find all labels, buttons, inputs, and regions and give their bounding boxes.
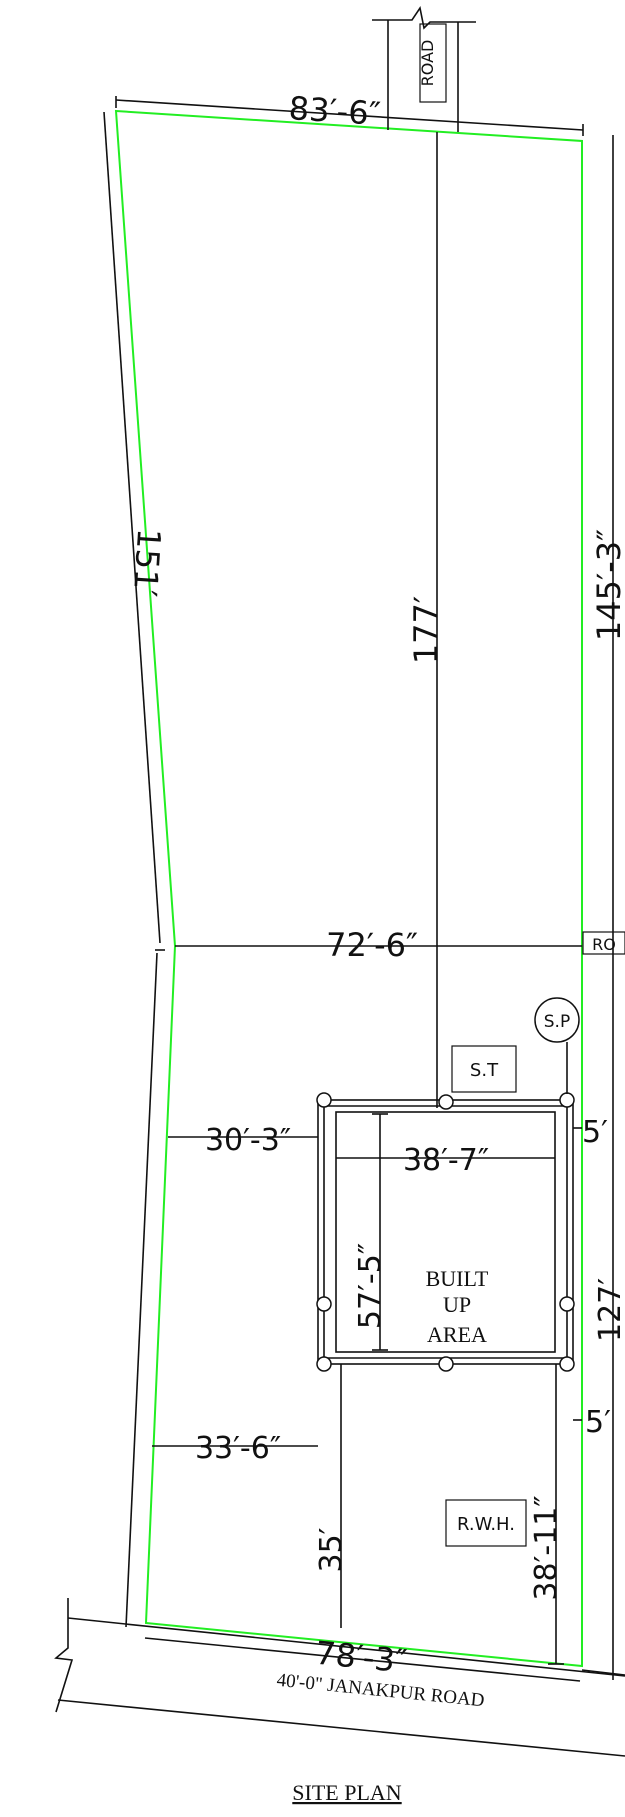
road-right-box (582, 931, 625, 955)
road-top-break (372, 5, 476, 30)
septic-tank-text: S.T (470, 1060, 499, 1081)
right-front-setback-text: 38′-11″ (529, 1495, 564, 1600)
road-right-text: RO (592, 935, 616, 954)
building-inner (335, 1111, 556, 1353)
built-up-line3: AREA (427, 1322, 487, 1347)
right-upper-text: 145′-3″ (590, 529, 625, 641)
bottom-width-text: 78′-3″ (314, 1634, 409, 1681)
soak-pit-symbol (534, 997, 580, 1043)
built-up-line2: UP (443, 1292, 471, 1317)
column-node (316, 1092, 332, 1108)
front-setback-text: 35′ (314, 1527, 349, 1572)
column-node (438, 1094, 454, 1110)
right-setback-top-text: 5′ (582, 1115, 608, 1150)
mid-width-text: 72′-6″ (326, 926, 418, 964)
built-up-line1: BUILT (426, 1266, 489, 1291)
road-top-text: ROAD (418, 40, 437, 87)
rain-water-text: R.W.H. (457, 1514, 515, 1535)
column-node (559, 1092, 575, 1108)
column-node (438, 1356, 454, 1372)
top-dimension-line (115, 99, 584, 131)
bottom-dimension-line (144, 1637, 581, 1682)
plot-boundary (114, 109, 583, 1668)
column-node (559, 1356, 575, 1372)
center-depth-text: 177′ (407, 596, 445, 664)
right-lower-text: 127′ (593, 1278, 625, 1342)
left-lower-dimension-line (125, 952, 158, 1628)
front-road-far-edge (57, 1699, 625, 1757)
tick (581, 1669, 625, 1676)
building-width-text: 38′-7″ (403, 1143, 489, 1178)
septic-tank-box (451, 1045, 517, 1093)
column-node (316, 1356, 332, 1372)
soak-pit-text: S.P (544, 1012, 570, 1032)
building-depth-text: 57′-5″ (353, 1243, 388, 1329)
left-setback-bottom-text: 33′-6″ (195, 1431, 281, 1466)
front-road-break (54, 1598, 74, 1713)
front-road-edge (67, 1617, 625, 1677)
left-upper-text: 151′ (126, 527, 168, 598)
left-upper-dimension-line (103, 111, 161, 944)
rain-water-box (445, 1499, 527, 1547)
site-plan-title: SITE PLAN (292, 1780, 402, 1805)
top-width-text: 83′-6″ (288, 89, 382, 133)
road-top-label-box (419, 23, 447, 103)
left-setback-top-text: 30′-3″ (205, 1123, 291, 1158)
right-setback-bottom-text: 5′ (585, 1405, 611, 1440)
column-node (559, 1296, 575, 1312)
column-node (316, 1296, 332, 1312)
